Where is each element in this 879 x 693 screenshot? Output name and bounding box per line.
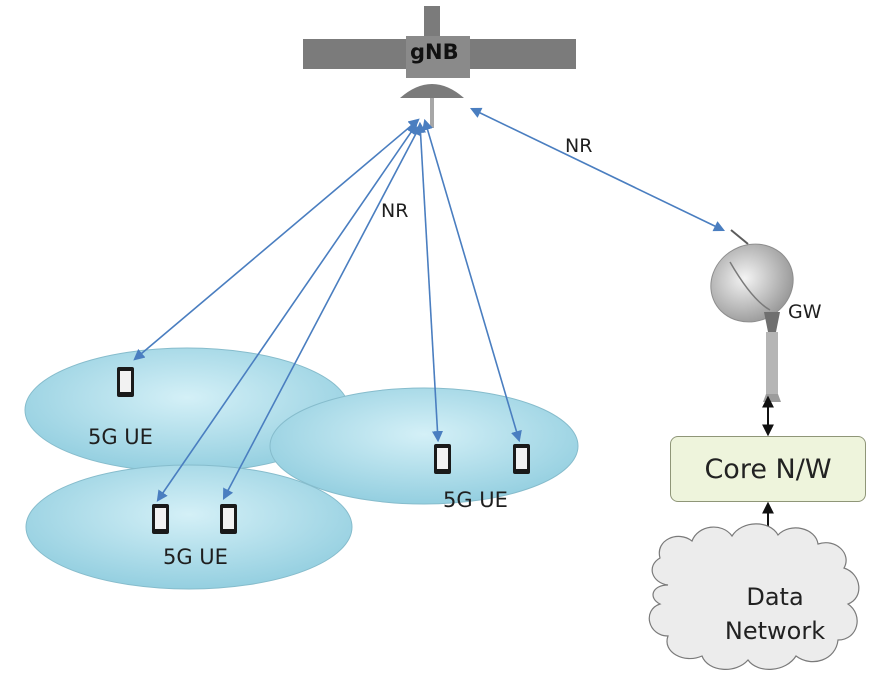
phone-icon — [513, 444, 530, 474]
nr-link-ue-right-2 — [422, 118, 522, 443]
data-network-line1: Data — [746, 583, 804, 611]
nr-link-gw — [469, 107, 726, 232]
ue-cell-bottom-left — [25, 464, 353, 590]
gnb-label: gNB — [410, 40, 459, 64]
nr-label-ues: NR — [381, 200, 409, 222]
nr-link-ue-top — [133, 118, 420, 361]
data-network-line2: Network — [724, 617, 826, 645]
gnb-satellite-icon — [303, 6, 576, 128]
ue-cell-label: 5G UE — [88, 425, 153, 449]
nr-links-ues — [133, 118, 522, 502]
gateway-label: GW — [788, 301, 822, 323]
nr-label-gw: NR — [565, 135, 593, 157]
phone-icon — [434, 444, 451, 474]
ue-cell-label: 5G UE — [443, 488, 508, 512]
nr-link-ue-bottom-2 — [222, 124, 422, 500]
phone-icon — [152, 504, 169, 534]
ue-cell-label: 5G UE — [163, 545, 228, 569]
data-network-label: Data Network — [700, 580, 850, 648]
data-network-cloud — [648, 523, 860, 670]
core-network-label: Core N/W — [704, 453, 832, 485]
phone-icon — [220, 504, 237, 534]
ue-cell-right — [269, 387, 579, 505]
phone-icon — [117, 367, 134, 397]
core-network-box: Core N/W — [670, 436, 866, 502]
